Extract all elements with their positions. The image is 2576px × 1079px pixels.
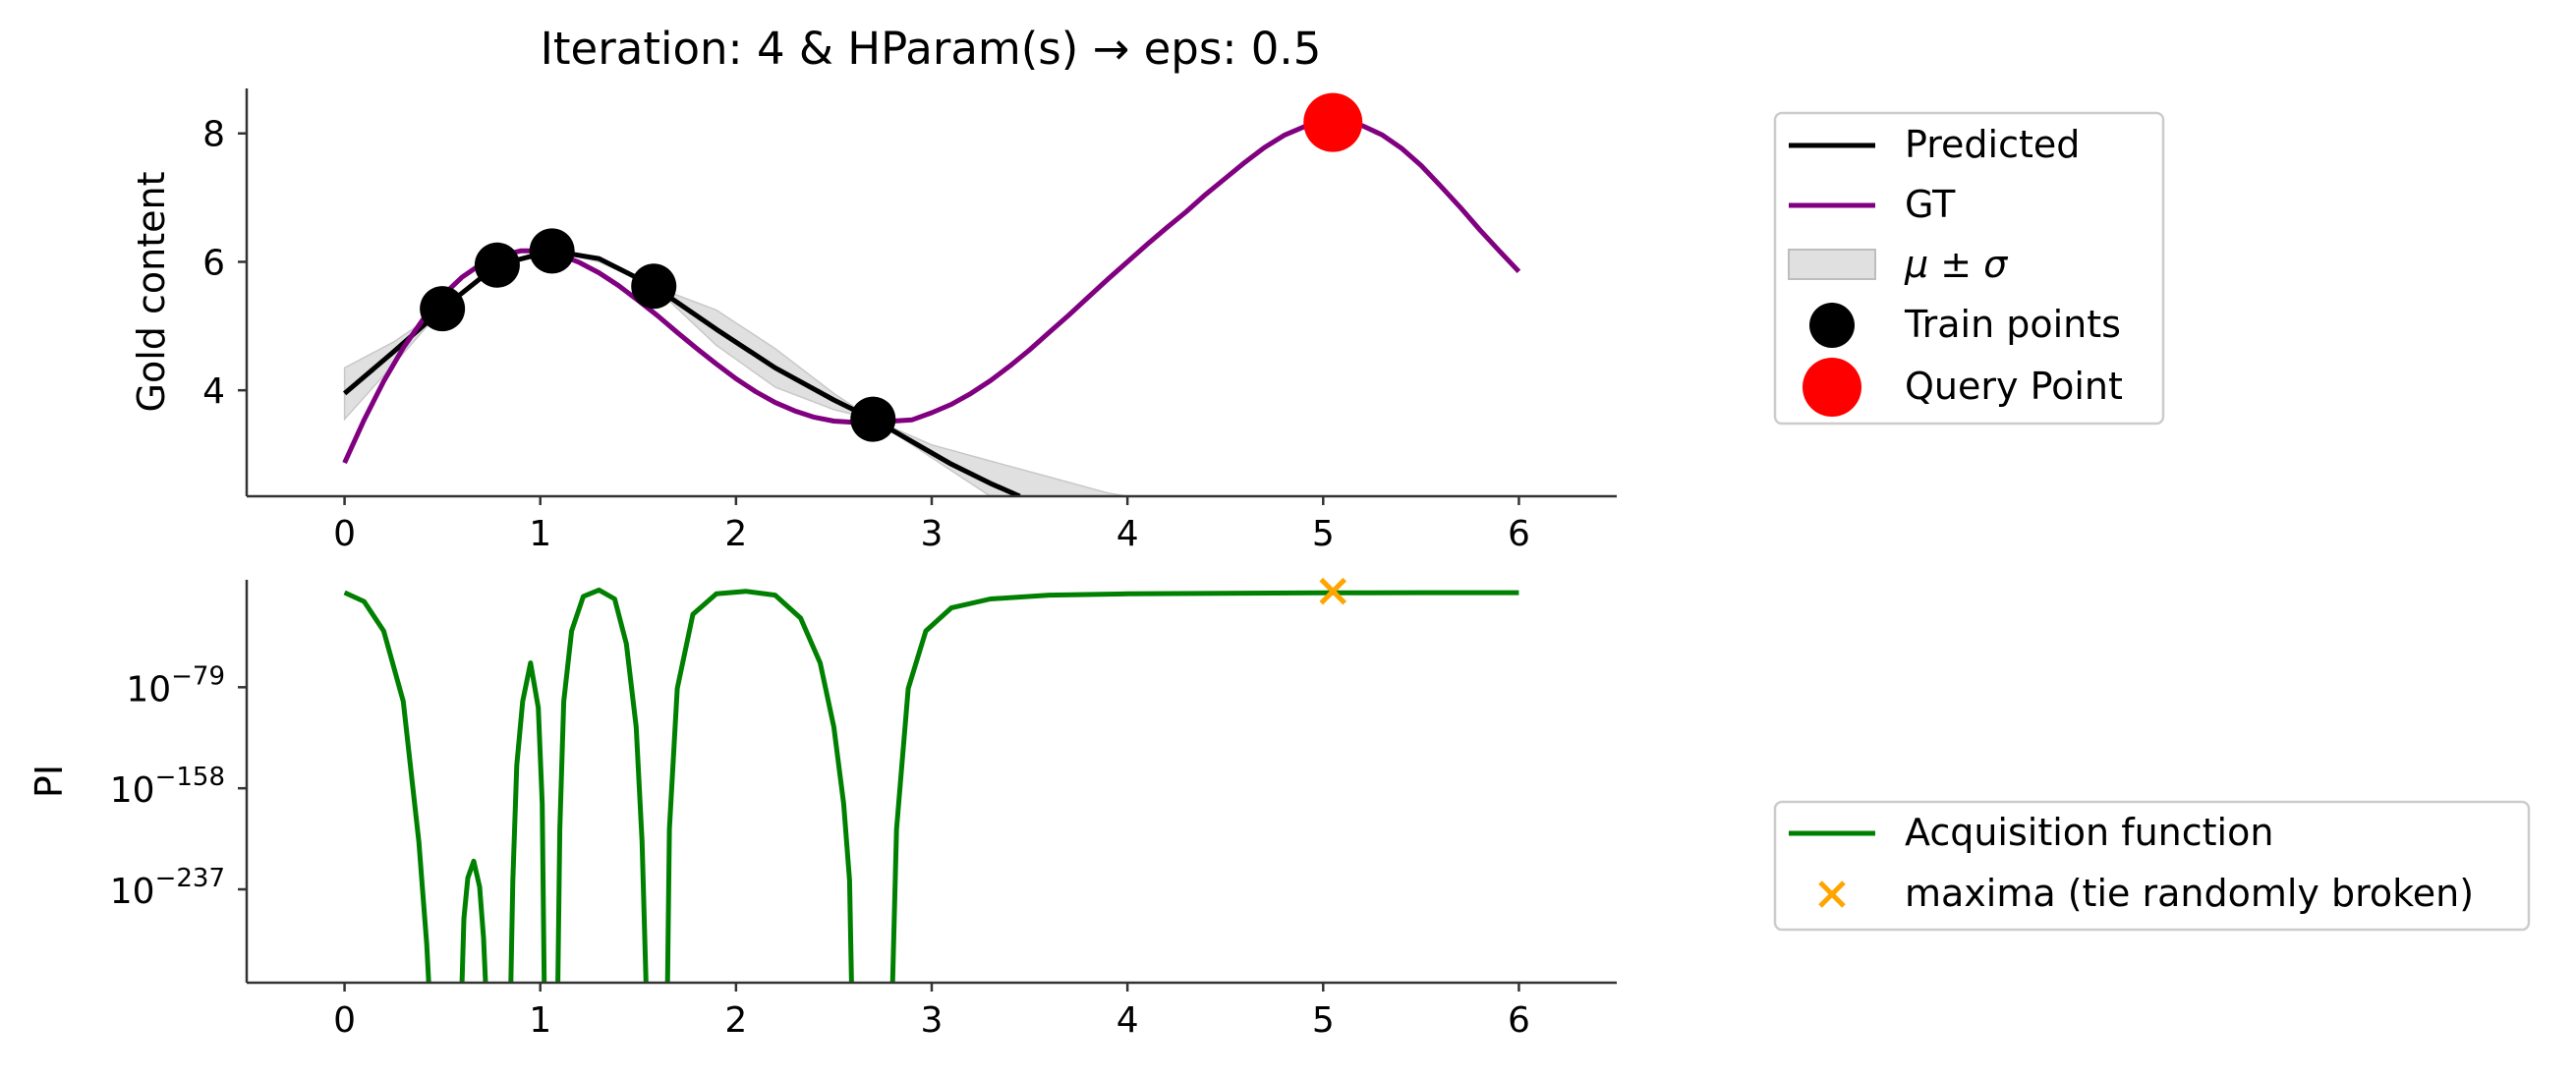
acquisition-chart: 0 1 2 3 4 5 6 10−79 10−158 10−237 PI — [28, 577, 1617, 1041]
legend-label-train: Train points — [1904, 303, 2121, 346]
x-tick-label: 6 — [1508, 1000, 1530, 1041]
x-tick-label: 2 — [724, 514, 747, 554]
top-series-lines — [342, 119, 1521, 496]
legend-swatch-maxima — [1818, 880, 1846, 908]
x-tick-label: 5 — [1312, 514, 1335, 554]
gold-content-chart: Iteration: 4 & HParam(s) → eps: 0.5 0 1 2 3… — [130, 23, 1617, 554]
train-point — [420, 286, 466, 332]
x-tick-label: 6 — [1508, 514, 1530, 554]
y-tick-label: 10−158 — [110, 763, 225, 811]
chart-title: Iteration: 4 & HParam(s) → eps: 0.5 — [541, 23, 1322, 75]
y-tick-label: 8 — [202, 115, 225, 155]
legend-label-acquisition: Acquisition function — [1905, 811, 2273, 854]
legend-label-band: μ ± σ — [1904, 243, 2009, 286]
legend-bottom: Acquisition function maxima (tie randoml… — [1773, 800, 2531, 932]
legend-label-query: Query Point — [1905, 365, 2123, 408]
uncertainty-band — [343, 250, 1128, 496]
y-axis-title-pi: PI — [28, 765, 71, 798]
legend-label-predicted: Predicted — [1905, 123, 2080, 166]
predicted-line — [342, 248, 1021, 496]
y-tick-label: 4 — [202, 371, 225, 412]
x-tick-label: 1 — [529, 514, 551, 554]
y-tick-label: 10−79 — [126, 661, 225, 710]
top-points — [420, 92, 1363, 442]
legend-top: Predicted GT μ ± σ Train points Query Po… — [1773, 111, 2165, 426]
legend-swatch-band — [1788, 249, 1876, 280]
x-tick-label: 0 — [333, 514, 356, 554]
y-tick-label: 6 — [202, 243, 225, 283]
bottom-points — [1319, 577, 1347, 605]
bottom-axes: 0 1 2 3 4 5 6 10−79 10−158 10−237 — [110, 580, 1617, 1041]
train-point — [474, 242, 520, 288]
legend-swatch-query — [1803, 358, 1861, 417]
legend-label-maxima: maxima (tie randomly broken) — [1905, 872, 2474, 915]
legend-maxima-cross — [1818, 880, 1846, 908]
acquisition-line — [343, 587, 1519, 983]
x-tick-label: 4 — [1116, 1000, 1139, 1041]
x-tick-label: 3 — [921, 1000, 944, 1041]
x-tick-label: 0 — [333, 1000, 356, 1041]
band-area — [343, 250, 1128, 496]
legend-swatch-train — [1809, 303, 1855, 348]
bottom-series-lines — [343, 587, 1519, 983]
x-tick-label: 2 — [724, 1000, 747, 1041]
x-tick-label: 1 — [529, 1000, 551, 1041]
train-point — [850, 396, 896, 442]
x-tick-label: 3 — [921, 514, 944, 554]
legend-frame-bottom — [1773, 800, 2531, 932]
train-point — [529, 228, 575, 274]
top-axes: 0 1 2 3 4 5 6 4 6 8 — [202, 88, 1617, 554]
maxima-marker — [1319, 577, 1347, 605]
y-axis-title: Gold content — [130, 172, 173, 413]
train-point — [631, 263, 677, 310]
y-tick-label: 10−237 — [110, 864, 225, 912]
x-tick-label: 5 — [1312, 1000, 1335, 1041]
legend-label-gt: GT — [1905, 183, 1956, 226]
query-point — [1303, 92, 1363, 152]
legend-frame — [1773, 111, 2165, 426]
gt-line — [342, 119, 1521, 465]
x-tick-label: 4 — [1116, 514, 1139, 554]
